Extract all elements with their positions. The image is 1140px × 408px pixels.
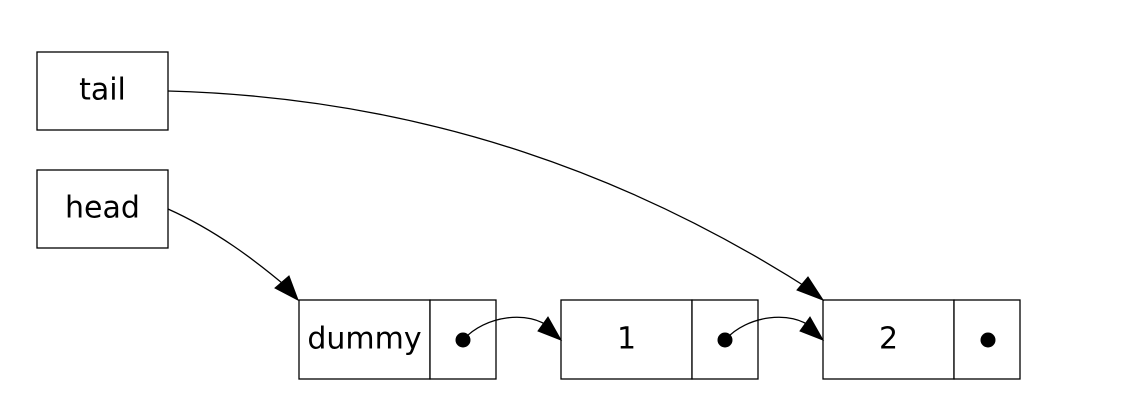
edge-tail-to-node-2-arrowhead [796, 276, 825, 302]
node-1: 1 [560, 299, 759, 380]
node-dummy-value-cell [298, 299, 431, 380]
node-2-value-cell [822, 299, 955, 380]
edge-dummy-to-node-1 [462, 316, 563, 341]
tail-box [36, 51, 169, 131]
node-dummy-value: dummy [307, 322, 421, 357]
edge-dummy-to-node-1-line [462, 316, 551, 341]
edge-tail-to-node-2-line [167, 90, 815, 293]
node-2-value: 2 [879, 322, 898, 357]
node-1-value: 1 [617, 322, 636, 357]
edge-head-to-dummy-line [167, 208, 289, 289]
edge-head-to-dummy [167, 208, 299, 302]
edge-node-1-to-node-2 [724, 316, 825, 341]
head-pointer: head [36, 169, 169, 249]
node-2: 2 [822, 299, 1021, 380]
head-box [36, 169, 169, 249]
tail-label: tail [79, 73, 126, 108]
edge-tail-to-node-2 [167, 90, 825, 302]
edge-head-to-dummy-arrowhead [274, 275, 299, 302]
node-dummy: dummy [298, 299, 497, 380]
edge-node-1-to-node-2-arrowhead [799, 316, 825, 341]
head-label: head [65, 191, 140, 226]
edge-dummy-to-node-1-arrowhead [537, 316, 563, 341]
node-1-value-cell [560, 299, 693, 380]
node-2-next-dot [980, 332, 996, 348]
tail-pointer: tail [36, 51, 169, 131]
edge-node-1-to-node-2-line [724, 316, 813, 341]
